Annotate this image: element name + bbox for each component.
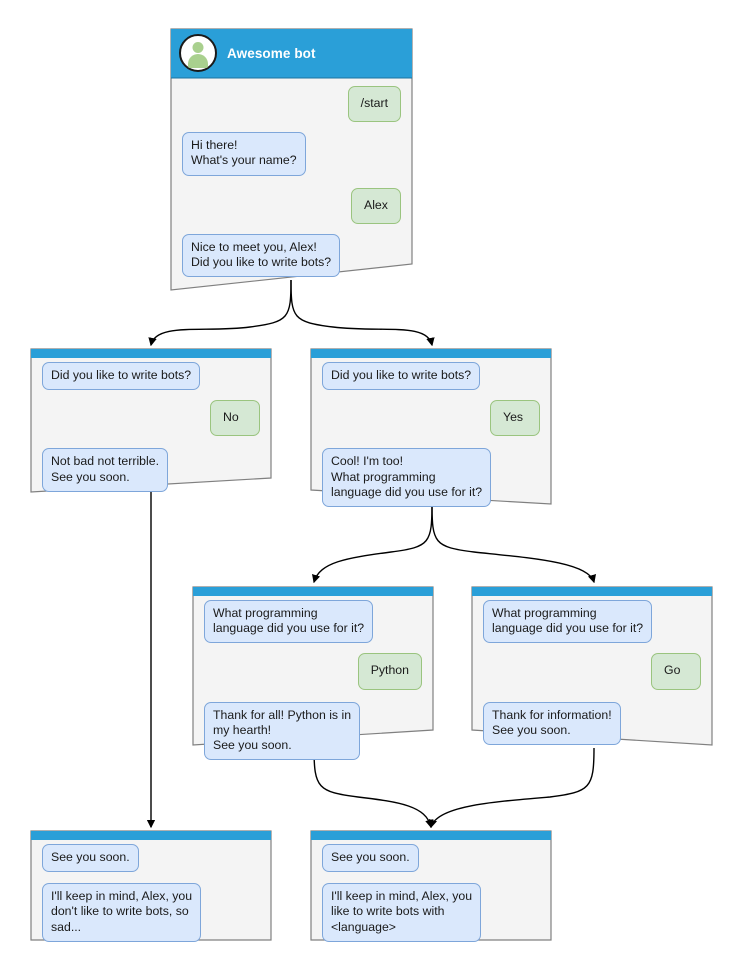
bot-bubble[interactable]: I'll keep in mind, Alex, you don't like … bbox=[42, 883, 202, 942]
bot-bubble[interactable]: Nice to meet you, Alex! Did you like to … bbox=[182, 233, 341, 278]
node-end-happy-messages: See you soon. I'll keep in mind, Alex, y… bbox=[310, 844, 552, 942]
node-end-sad[interactable]: See you soon. I'll keep in mind, Alex, y… bbox=[30, 830, 272, 942]
bot-bubble[interactable]: Did you like to write bots? bbox=[322, 362, 481, 391]
message-row: Did you like to write bots? bbox=[42, 362, 260, 391]
message-row: Go bbox=[483, 653, 701, 690]
node-root[interactable]: Awesome bot /start Hi there! What's your… bbox=[170, 28, 413, 291]
message-row: Nice to meet you, Alex! Did you like to … bbox=[182, 233, 401, 278]
node-end-happy[interactable]: See you soon. I'll keep in mind, Alex, y… bbox=[310, 830, 552, 942]
edge-go-to-end-happy bbox=[428, 747, 595, 829]
message-row: Yes bbox=[322, 400, 540, 437]
message-row: Did you like to write bots? bbox=[322, 362, 540, 391]
node-no-branch[interactable]: Did you like to write bots? No Not bad n… bbox=[30, 348, 272, 493]
bot-bubble[interactable]: I'll keep in mind, Alex, you like to wri… bbox=[322, 883, 482, 942]
node-python-branch[interactable]: What programming language did you use fo… bbox=[192, 586, 434, 761]
user-bubble[interactable]: Python bbox=[357, 653, 422, 690]
bot-bubble[interactable]: See you soon. bbox=[42, 844, 139, 873]
user-bubble[interactable]: /start bbox=[347, 86, 401, 123]
message-row: Python bbox=[204, 653, 422, 690]
edge-yes-to-python bbox=[312, 502, 433, 584]
message-row: Alex bbox=[182, 187, 401, 224]
node-no-branch-messages: Did you like to write bots? No Not bad n… bbox=[30, 362, 272, 492]
message-row: Thank for information! See you soon. bbox=[483, 701, 701, 746]
node-python-branch-messages: What programming language did you use fo… bbox=[192, 600, 434, 761]
bot-bubble[interactable]: Hi there! What's your name? bbox=[182, 132, 306, 176]
node-yes-branch-messages: Did you like to write bots? Yes Cool! I'… bbox=[310, 362, 552, 508]
bot-bubble[interactable]: Thank for all! Python is in my hearth! S… bbox=[204, 701, 361, 761]
message-row: What programming language did you use fo… bbox=[204, 600, 422, 644]
node-end-sad-messages: See you soon. I'll keep in mind, Alex, y… bbox=[30, 844, 272, 942]
message-row: Cool! I'm too! What programming language… bbox=[322, 448, 540, 508]
bot-bubble[interactable]: Cool! I'm too! What programming language… bbox=[322, 448, 492, 508]
bot-bubble[interactable]: See you soon. bbox=[322, 844, 419, 873]
message-row: Thank for all! Python is in my hearth! S… bbox=[204, 701, 422, 761]
node-go-branch[interactable]: What programming language did you use fo… bbox=[471, 586, 713, 746]
message-row: See you soon. bbox=[322, 844, 540, 873]
node-yes-branch[interactable]: Did you like to write bots? Yes Cool! I'… bbox=[310, 348, 552, 508]
edge-yes-to-go bbox=[431, 502, 596, 584]
node-root-titlebar: Awesome bot bbox=[170, 28, 413, 78]
bot-bubble[interactable]: Thank for information! See you soon. bbox=[483, 701, 621, 746]
bot-bubble[interactable]: Not bad not terrible. See you soon. bbox=[42, 448, 169, 492]
message-row: I'll keep in mind, Alex, you like to wri… bbox=[322, 883, 540, 942]
user-bubble[interactable]: Alex bbox=[351, 187, 401, 224]
user-bubble[interactable]: Yes bbox=[490, 400, 540, 437]
message-row: Not bad not terrible. See you soon. bbox=[42, 448, 260, 492]
user-bubble[interactable]: No bbox=[210, 400, 260, 437]
bot-bubble[interactable]: Did you like to write bots? bbox=[42, 362, 201, 391]
person-avatar-icon bbox=[179, 34, 217, 72]
user-bubble[interactable]: Go bbox=[651, 653, 701, 690]
bot-bubble[interactable]: What programming language did you use fo… bbox=[483, 600, 653, 644]
message-row: What programming language did you use fo… bbox=[483, 600, 701, 644]
node-go-branch-messages: What programming language did you use fo… bbox=[471, 600, 713, 746]
bot-title: Awesome bot bbox=[227, 45, 316, 61]
message-row: /start bbox=[182, 86, 401, 123]
message-row: I'll keep in mind, Alex, you don't like … bbox=[42, 883, 260, 942]
message-row: No bbox=[42, 400, 260, 437]
message-row: See you soon. bbox=[42, 844, 260, 873]
node-root-messages: /start Hi there! What's your name? Alex … bbox=[170, 86, 413, 278]
message-row: Hi there! What's your name? bbox=[182, 132, 401, 176]
bot-bubble[interactable]: What programming language did you use fo… bbox=[204, 600, 374, 644]
